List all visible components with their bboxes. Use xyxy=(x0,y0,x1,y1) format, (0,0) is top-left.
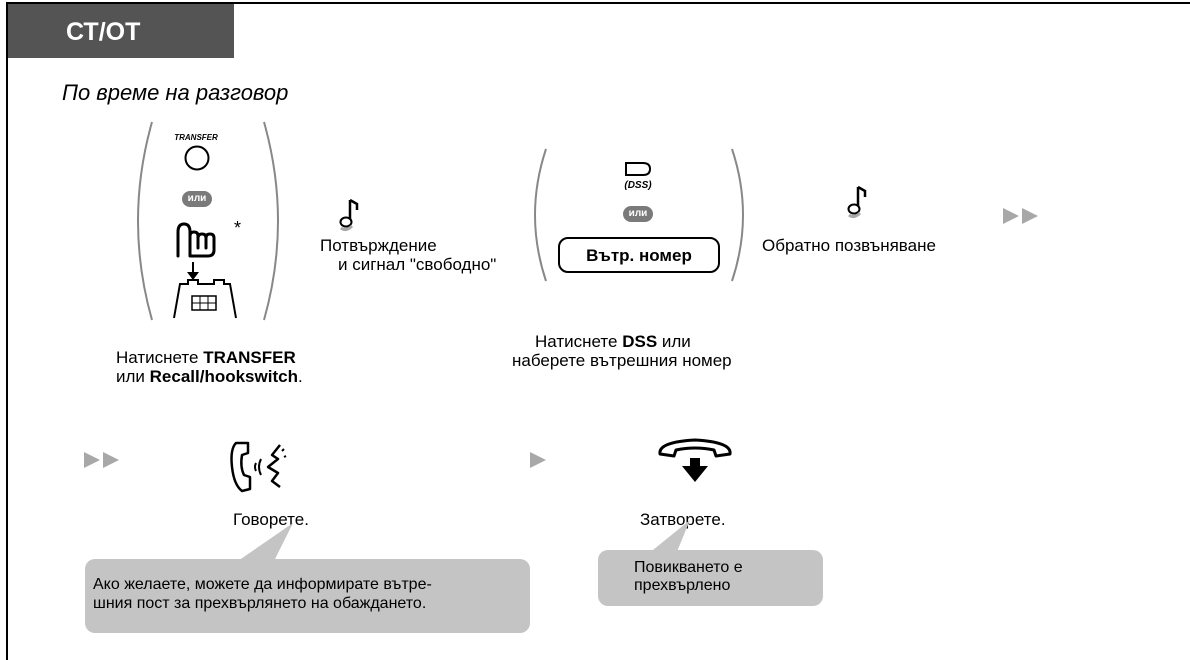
step5-callout: Ако желаете, можете да информирате вътре… xyxy=(85,523,530,633)
step6-callout-line1: Повикването е xyxy=(634,559,743,576)
transfer-key-icon[interactable] xyxy=(183,144,211,172)
left-bracket-icon xyxy=(534,148,547,282)
step5-caption: Говорете. xyxy=(233,510,309,529)
transfer-key-label: TRANSFER xyxy=(174,133,218,142)
step5-callout-line1: Ако желаете, можете да информирате вътре… xyxy=(93,576,432,593)
step3-caption-line2: наберете вътрешния номер xyxy=(512,351,732,370)
hand-press-icon xyxy=(176,222,216,258)
continue-arrow-icon xyxy=(1003,208,1038,224)
right-bracket-icon xyxy=(731,148,744,282)
tone-note-icon xyxy=(847,185,867,219)
step6-callout-line2: прехвърлено xyxy=(634,577,731,594)
or-badge: или xyxy=(623,206,653,222)
hookswitch-icon xyxy=(173,262,237,319)
step2-caption-line2: и сигнал "свободно" xyxy=(338,255,497,274)
dss-label: (DSS) xyxy=(624,180,652,191)
tone-note-icon xyxy=(339,198,359,232)
step6-caption: Затворете. xyxy=(640,510,726,529)
step5-callout-line2: шния пост за прехвърлянето на обаждането… xyxy=(93,595,427,612)
callout-pointer xyxy=(648,520,690,554)
callout-pointer xyxy=(235,523,293,563)
or-badge: или xyxy=(182,191,212,207)
continue-arrow-icon xyxy=(84,452,119,468)
step1-caption: Натиснете TRANSFER или Recall/hookswitch… xyxy=(116,348,303,386)
right-bracket-icon xyxy=(263,121,279,321)
dss-key-icon[interactable] xyxy=(623,161,653,177)
talk-handset-icon xyxy=(230,441,287,493)
header-tab: СТ/ОТ xyxy=(8,4,234,58)
continue-arrow-icon xyxy=(530,452,546,468)
step3-caption: Натиснете DSS или xyxy=(535,332,691,351)
step2-caption-line1: Потвърждение xyxy=(320,236,437,255)
left-bracket-icon xyxy=(137,121,153,321)
asterisk-note: * xyxy=(234,218,242,238)
page-subtitle: По време на разговор xyxy=(62,80,289,105)
page-frame xyxy=(6,2,1190,660)
step4-caption: Обратно позвъняване xyxy=(762,236,936,255)
extension-number-button[interactable]: Вътр. номер xyxy=(558,237,720,273)
hang-up-icon xyxy=(658,438,732,482)
step6-callout: Повикването е прехвърлено xyxy=(598,520,823,606)
